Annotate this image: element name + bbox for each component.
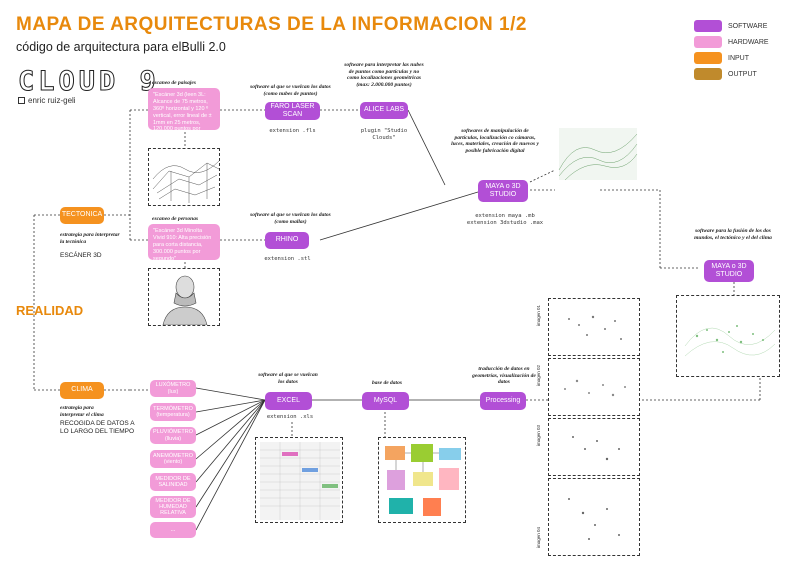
legend-swatch [694,52,722,64]
image-label-01: imagen 01 [536,304,541,326]
particle-sketch [568,315,622,340]
legend-label: OUTPUT [728,70,757,78]
particle-image-03 [548,418,640,476]
mysql-note: base de datos [372,380,402,386]
scan-paisajes-note: escaneo de paisajes [152,80,196,86]
scan-paisajes-box: "Escáner 3d (leen 3L: Alcance de 75 metr… [148,88,220,139]
realidad-label: REALIDAD [16,303,84,318]
legend-item-output: OUTPUT [694,68,769,80]
final-maya-box: MAYA o 3D STUDIO [704,260,754,282]
excel-box: EXCEL [265,392,312,410]
sensor-salinidad: MEDIDOR DE SALINIDAD [150,473,196,491]
sensor-more: ... [150,522,196,538]
maya-note: softwares de manipulación de partículas,… [451,128,539,154]
tectonica-box: TECTONICA [60,207,104,224]
tectonica-text: ESCÁNER 3D [60,252,102,259]
legend: SOFTWARE HARDWARE INPUT OUTPUT [694,20,769,80]
faro-laser-scan-box: FARO LASER SCAN [265,102,320,120]
particle-image-04 [548,478,640,556]
particle-sketch [568,498,620,540]
legend-swatch [694,20,722,32]
legend-item-hardware: HARDWARE [694,36,769,48]
spreadsheet-sketch [260,442,340,520]
cloud9-logo: CLOUD 9 [18,66,160,98]
rhino-box: RHINO [265,232,309,249]
legend-label: INPUT [728,54,749,62]
alice-plugin: plugin "Studio Clouds" [360,128,408,141]
particle-image-01 [548,298,640,356]
legend-label: HARDWARE [728,38,769,46]
sensor-humedad: MEDIDOR DE HUMEDAD RELATIVA [150,496,196,518]
scan-personas-box: "Escáner 3d Minolta Vivid 910: Alta prec… [148,224,220,262]
maya-render-sketch [558,128,638,181]
mysql-box: MySQL [362,392,409,410]
processing-note: traducción de datos en geometrías, visua… [472,366,536,386]
final-render-image [676,295,780,377]
clima-note: estrategia para interpretar el clima [60,405,104,418]
faro-extension: extension .fls [269,128,316,134]
legend-swatch [694,36,722,48]
rhino-note: software al que se vuelcan los datos (co… [250,212,331,225]
legend-label: SOFTWARE [728,22,768,30]
particle-sketch [564,379,626,397]
legend-item-software: SOFTWARE [694,20,769,32]
sensor-termometro: TERMÓMETRO (temperatura) [150,403,196,421]
logo-square-icon [18,97,25,104]
landscape-scan-image [148,148,220,206]
clima-box: CLIMA [60,382,104,399]
mysql-schema-image [378,437,466,523]
scan-personas-note: escaneo de personas [152,216,199,222]
page-subtitle: código de arquitectura para elBulli 2.0 [16,40,226,54]
excel-extension: extension .xls [266,414,314,420]
final-render-sketch [684,325,776,357]
logo-author: enric ruiz-geli [28,96,76,105]
maya-3dstudio-box: MAYA o 3D STUDIO [478,180,528,202]
sensor-luxometro: LUXÓMETRO (lux) [150,380,196,397]
legend-item-input: INPUT [694,52,769,64]
processing-box: Processing [480,392,526,410]
image-label-03: imagen 03 [536,424,541,446]
bust-scan-image [148,268,220,326]
maya-render-image [555,120,641,184]
clima-text: RECOGIDA DE DATOS A LO LARGO DEL TIEMPO [60,420,135,435]
particle-image-02 [548,358,640,416]
maya-extension: extension maya .mb extension 3dstudio .m… [466,213,544,226]
schema-sketch [385,444,461,516]
bust-sketch [162,275,208,325]
sensor-anemometro: ANEMÓMETRO (viento) [150,450,196,468]
landscape-sketch [152,160,219,203]
particle-sketch [572,436,620,461]
final-note: software para la fusión de los dos mundo… [694,228,772,241]
excel-screenshot-image [255,437,343,523]
faro-note: software al que se vuelcan los datos (co… [250,84,331,97]
rhino-extension: extension .stl [264,256,311,262]
image-label-04: imagen 04 [536,526,541,548]
alice-labs-box: ALICE LABS [360,102,408,119]
alice-note: software para interpretar las nubes de p… [344,62,424,88]
sensor-pluviometro: PLUVIÓMETRO (lluvia) [150,427,196,444]
page-title: MAPA DE ARQUITECTURAS DE LA INFORMACION … [16,14,527,35]
excel-note: software al que se vuelcan los datos [258,372,318,385]
tectonica-note: estrategia para interpretar la tectónica [60,232,120,245]
image-label-02: imagen 02 [536,364,541,386]
legend-swatch [694,68,722,80]
